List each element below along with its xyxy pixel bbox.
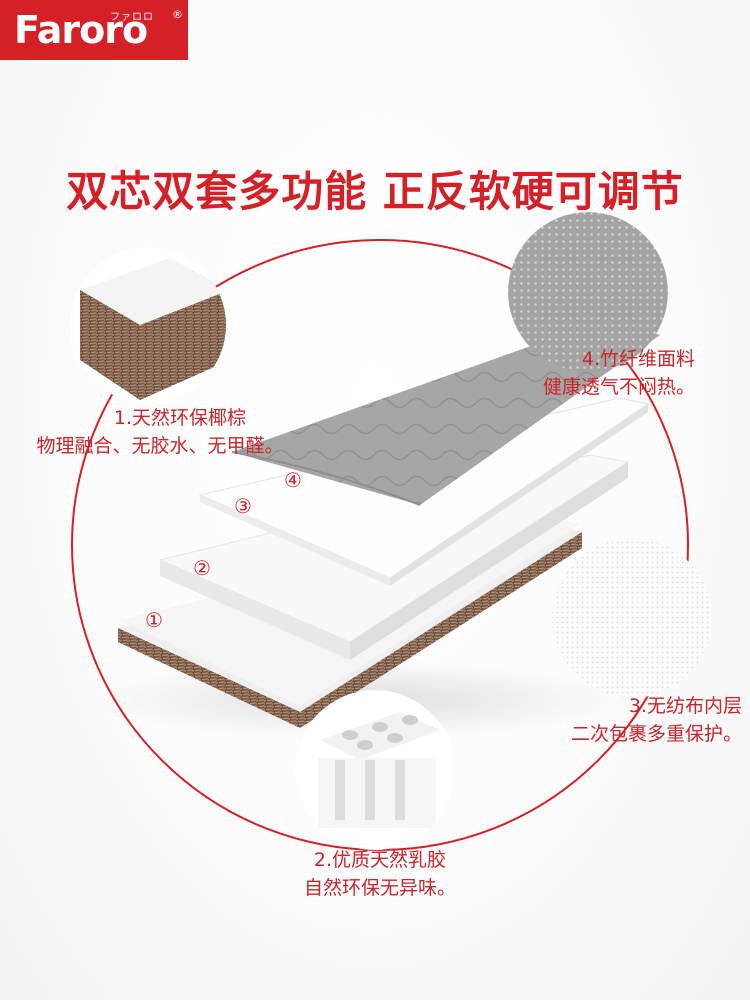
callout-layer-2: 2.优质天然乳胶 自然环保无异味。 bbox=[280, 846, 480, 902]
callout-title: 2.优质天然乳胶 bbox=[313, 849, 447, 871]
callout-layer-3: 3.无纺布内层 二次包裹多重保护。 bbox=[530, 692, 742, 748]
marker-layer-4: ④ bbox=[284, 468, 302, 492]
registered-mark: ® bbox=[172, 8, 183, 21]
marker-layer-1: ① bbox=[145, 608, 163, 632]
latex-closeup bbox=[295, 690, 455, 850]
layer-latex bbox=[158, 454, 630, 660]
headline: 双芯双套多功能 正反软硬可调节 bbox=[66, 167, 684, 216]
callout-title: 4.竹纤维面料 bbox=[581, 348, 695, 370]
decorative-ring bbox=[71, 239, 689, 851]
marker-layer-2: ② bbox=[193, 556, 211, 580]
brand-logo-text: Faroro bbox=[14, 8, 148, 52]
callout-layer-4: 4.竹纤维面料 健康透气不闷热。 bbox=[495, 345, 695, 401]
callout-desc: 自然环保无异味。 bbox=[303, 877, 456, 899]
callout-title: 1.天然环保椰棕 bbox=[113, 407, 247, 429]
layer-coir bbox=[118, 517, 582, 728]
callout-desc: 健康透气不闷热。 bbox=[542, 376, 695, 398]
callout-layer-1: 1.天然环保椰棕 物理融合、无胶水、无甲醛。 bbox=[36, 404, 290, 460]
brand-logo-kana: ファロロ bbox=[110, 12, 154, 23]
brand-logo: Faroro ファロロ ® bbox=[0, 0, 188, 60]
callout-desc: 物理融合、无胶水、无甲醛。 bbox=[36, 435, 284, 457]
coir-closeup bbox=[70, 247, 226, 403]
callout-title: 3.无纺布内层 bbox=[628, 695, 742, 717]
nonwoven-closeup bbox=[552, 538, 712, 698]
marker-layer-3: ③ bbox=[234, 494, 252, 518]
callout-desc: 二次包裹多重保护。 bbox=[570, 723, 742, 745]
